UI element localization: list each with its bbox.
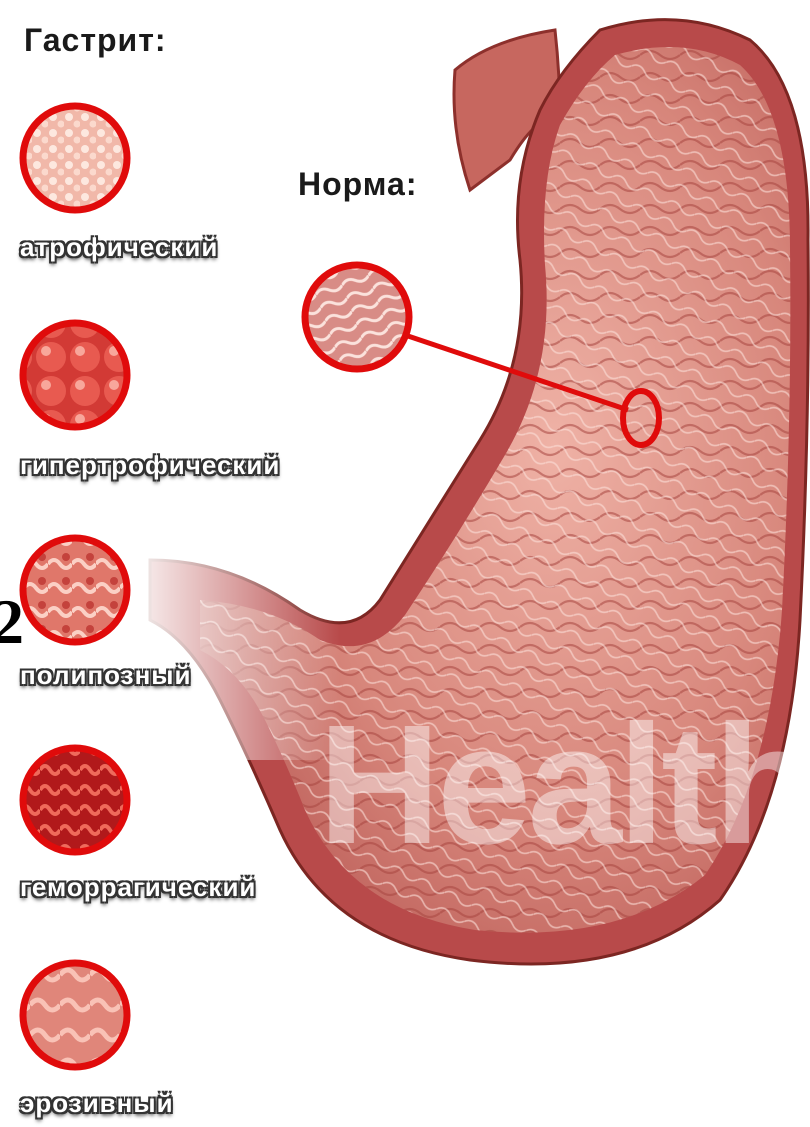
- hemorrhagic-label: геморрагический: [20, 872, 256, 903]
- polypous-label: полипозный: [20, 660, 192, 691]
- atrophic-label: атрофический: [20, 232, 218, 263]
- norm-heading: Норма:: [298, 166, 417, 203]
- gastritis-heading: Гастрит:: [24, 22, 167, 59]
- slide-number: 2: [0, 590, 24, 654]
- hypertrophic-label: гипертрофический: [20, 450, 280, 481]
- erosive-label: эрозивный: [20, 1088, 174, 1119]
- erosive-sample: [20, 955, 140, 1075]
- watermark: Health50: [318, 700, 810, 870]
